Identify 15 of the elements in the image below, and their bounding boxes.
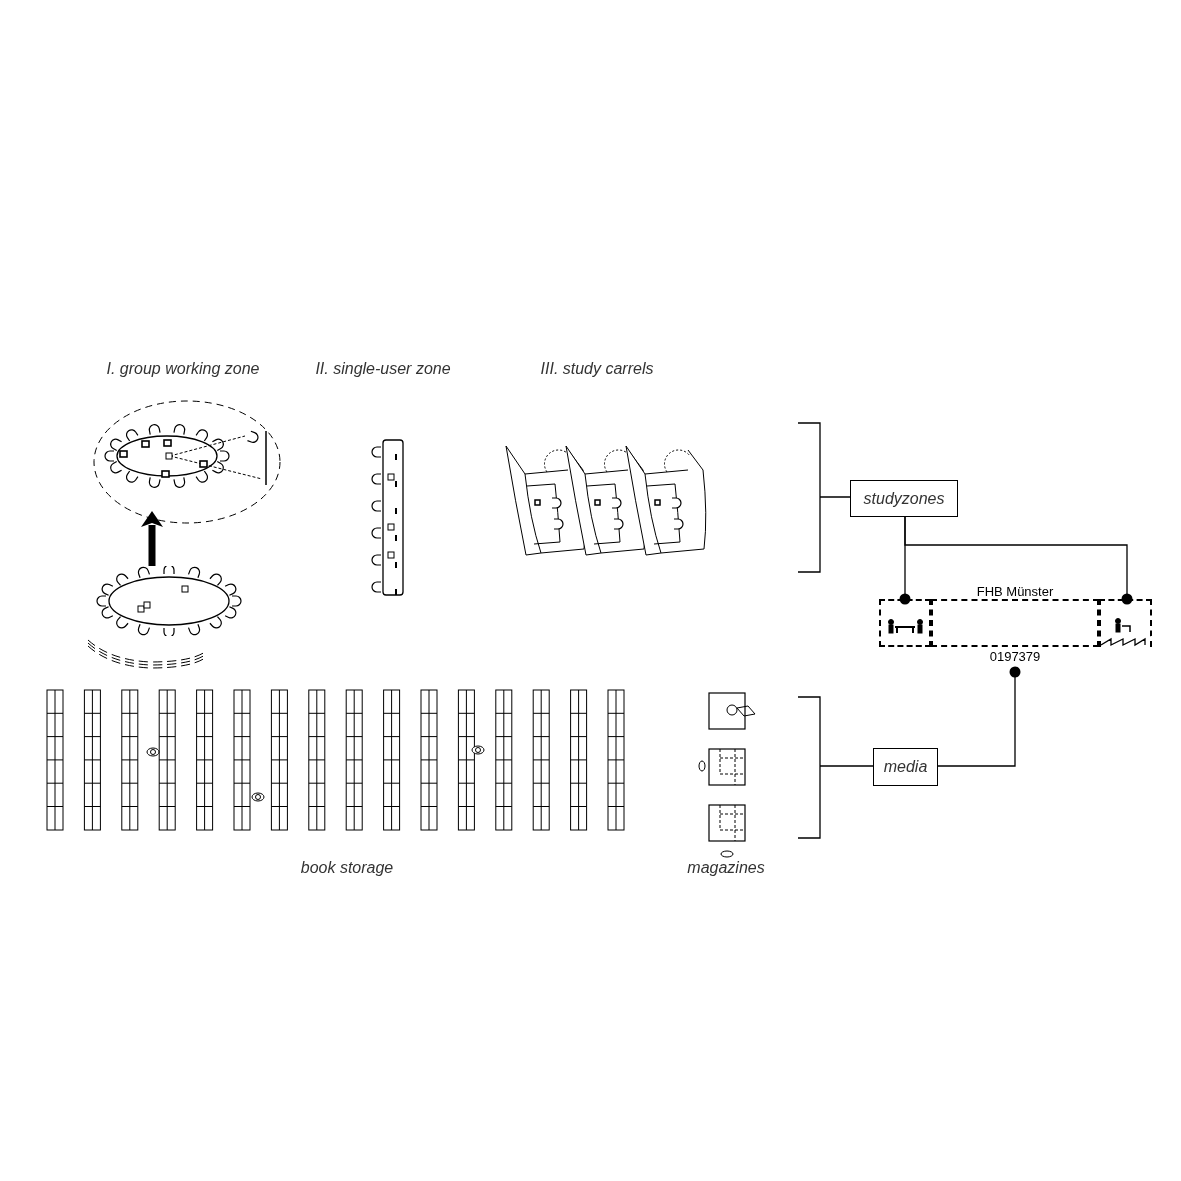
category-box: media — [873, 748, 938, 786]
label-heading: FHB Münster — [975, 584, 1055, 599]
seated-person-icon — [1099, 599, 1152, 647]
seated-person-icon — [879, 599, 931, 647]
connector — [904, 516, 1133, 605]
label-number: 0197379 — [988, 649, 1042, 664]
oval-table-drawing — [96, 566, 242, 636]
caption: I. group working zone — [106, 360, 260, 378]
category-box: studyzones — [850, 480, 958, 517]
caption: III. study carrels — [540, 360, 654, 378]
connector — [937, 666, 1021, 767]
caption: II. single-user zone — [315, 360, 451, 378]
caption: book storage — [300, 859, 394, 877]
caption: magazines — [687, 859, 765, 877]
group-table-enlarged-drawing — [92, 399, 282, 525]
